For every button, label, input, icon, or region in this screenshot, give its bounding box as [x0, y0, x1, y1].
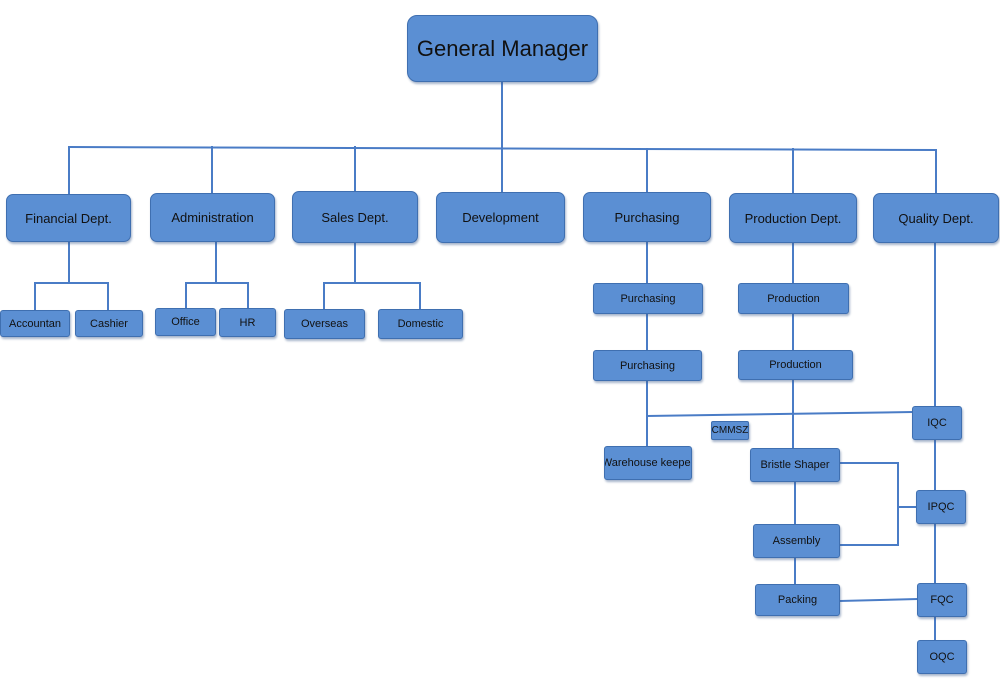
accountant-label: Accountan — [9, 317, 61, 330]
ipqc-box: IPQC — [916, 490, 966, 524]
bristle-shaper-box: Bristle Shaper — [750, 448, 840, 482]
purchasing-dept-box: Purchasing — [583, 192, 711, 242]
oqc-label: OQC — [929, 651, 955, 663]
general-manager-label: General Manager — [416, 35, 589, 61]
iqc-box: IQC — [912, 406, 962, 440]
warehouse-keeper-box: Warehouse keeper — [604, 446, 692, 480]
development-box: Development — [436, 192, 565, 243]
purchasing-unit-2-label: Purchasing — [619, 359, 676, 372]
office-box: Office — [155, 308, 216, 336]
sales-dept-box: Sales Dept. — [292, 191, 418, 243]
bristle-shaper-label: Bristle Shaper — [760, 459, 830, 471]
cashier-box: Cashier — [75, 310, 143, 337]
fqc-label: FQC — [930, 594, 954, 606]
hr-box: HR — [219, 308, 276, 337]
cashier-label: Cashier — [90, 317, 128, 330]
oqc-box: OQC — [917, 640, 967, 674]
quality-dept-label: Quality Dept. — [898, 210, 974, 226]
production-unit-2-box: Production — [738, 350, 853, 380]
production-unit-1-label: Production — [767, 292, 820, 305]
iqc-label: IQC — [927, 417, 947, 429]
hr-label: HR — [239, 316, 256, 329]
production-unit-1-box: Production — [738, 283, 849, 314]
purchasing-unit-2-box: Purchasing — [593, 350, 702, 381]
administration-label: Administration — [171, 210, 254, 225]
warehouse-keeper-label: Warehouse keeper — [604, 457, 692, 469]
production-dept-box: Production Dept. — [729, 193, 857, 243]
assembly-box: Assembly — [753, 524, 840, 558]
sales-dept-label: Sales Dept. — [321, 209, 389, 225]
administration-box: Administration — [150, 193, 275, 242]
development-label: Development — [462, 210, 539, 225]
production-dept-label: Production Dept. — [744, 210, 842, 226]
financial-dept-label: Financial Dept. — [25, 210, 112, 226]
packing-label: Packing — [777, 594, 818, 606]
ipqc-label: IPQC — [927, 501, 955, 513]
overseas-label: Overseas — [300, 318, 349, 330]
general-manager-box: General Manager — [407, 15, 598, 82]
financial-dept-box: Financial Dept. — [6, 194, 131, 242]
purchasing-dept-label: Purchasing — [614, 209, 680, 225]
purchasing-unit-1-box: Purchasing — [593, 283, 703, 314]
packing-box: Packing — [755, 584, 840, 616]
accountant-box: Accountan — [0, 310, 70, 337]
office-label: Office — [171, 316, 200, 328]
domestic-box: Domestic — [378, 309, 463, 339]
overseas-box: Overseas — [284, 309, 365, 339]
purchasing-unit-1-label: Purchasing — [620, 292, 676, 305]
cmmsz-label: CMMSZ — [711, 425, 749, 436]
fqc-box: FQC — [917, 583, 967, 617]
cmmsz-box: CMMSZ — [711, 421, 749, 440]
production-unit-2-label: Production — [769, 359, 822, 371]
quality-dept-box: Quality Dept. — [873, 193, 999, 243]
assembly-label: Assembly — [772, 535, 821, 547]
domestic-label: Domestic — [397, 318, 444, 330]
